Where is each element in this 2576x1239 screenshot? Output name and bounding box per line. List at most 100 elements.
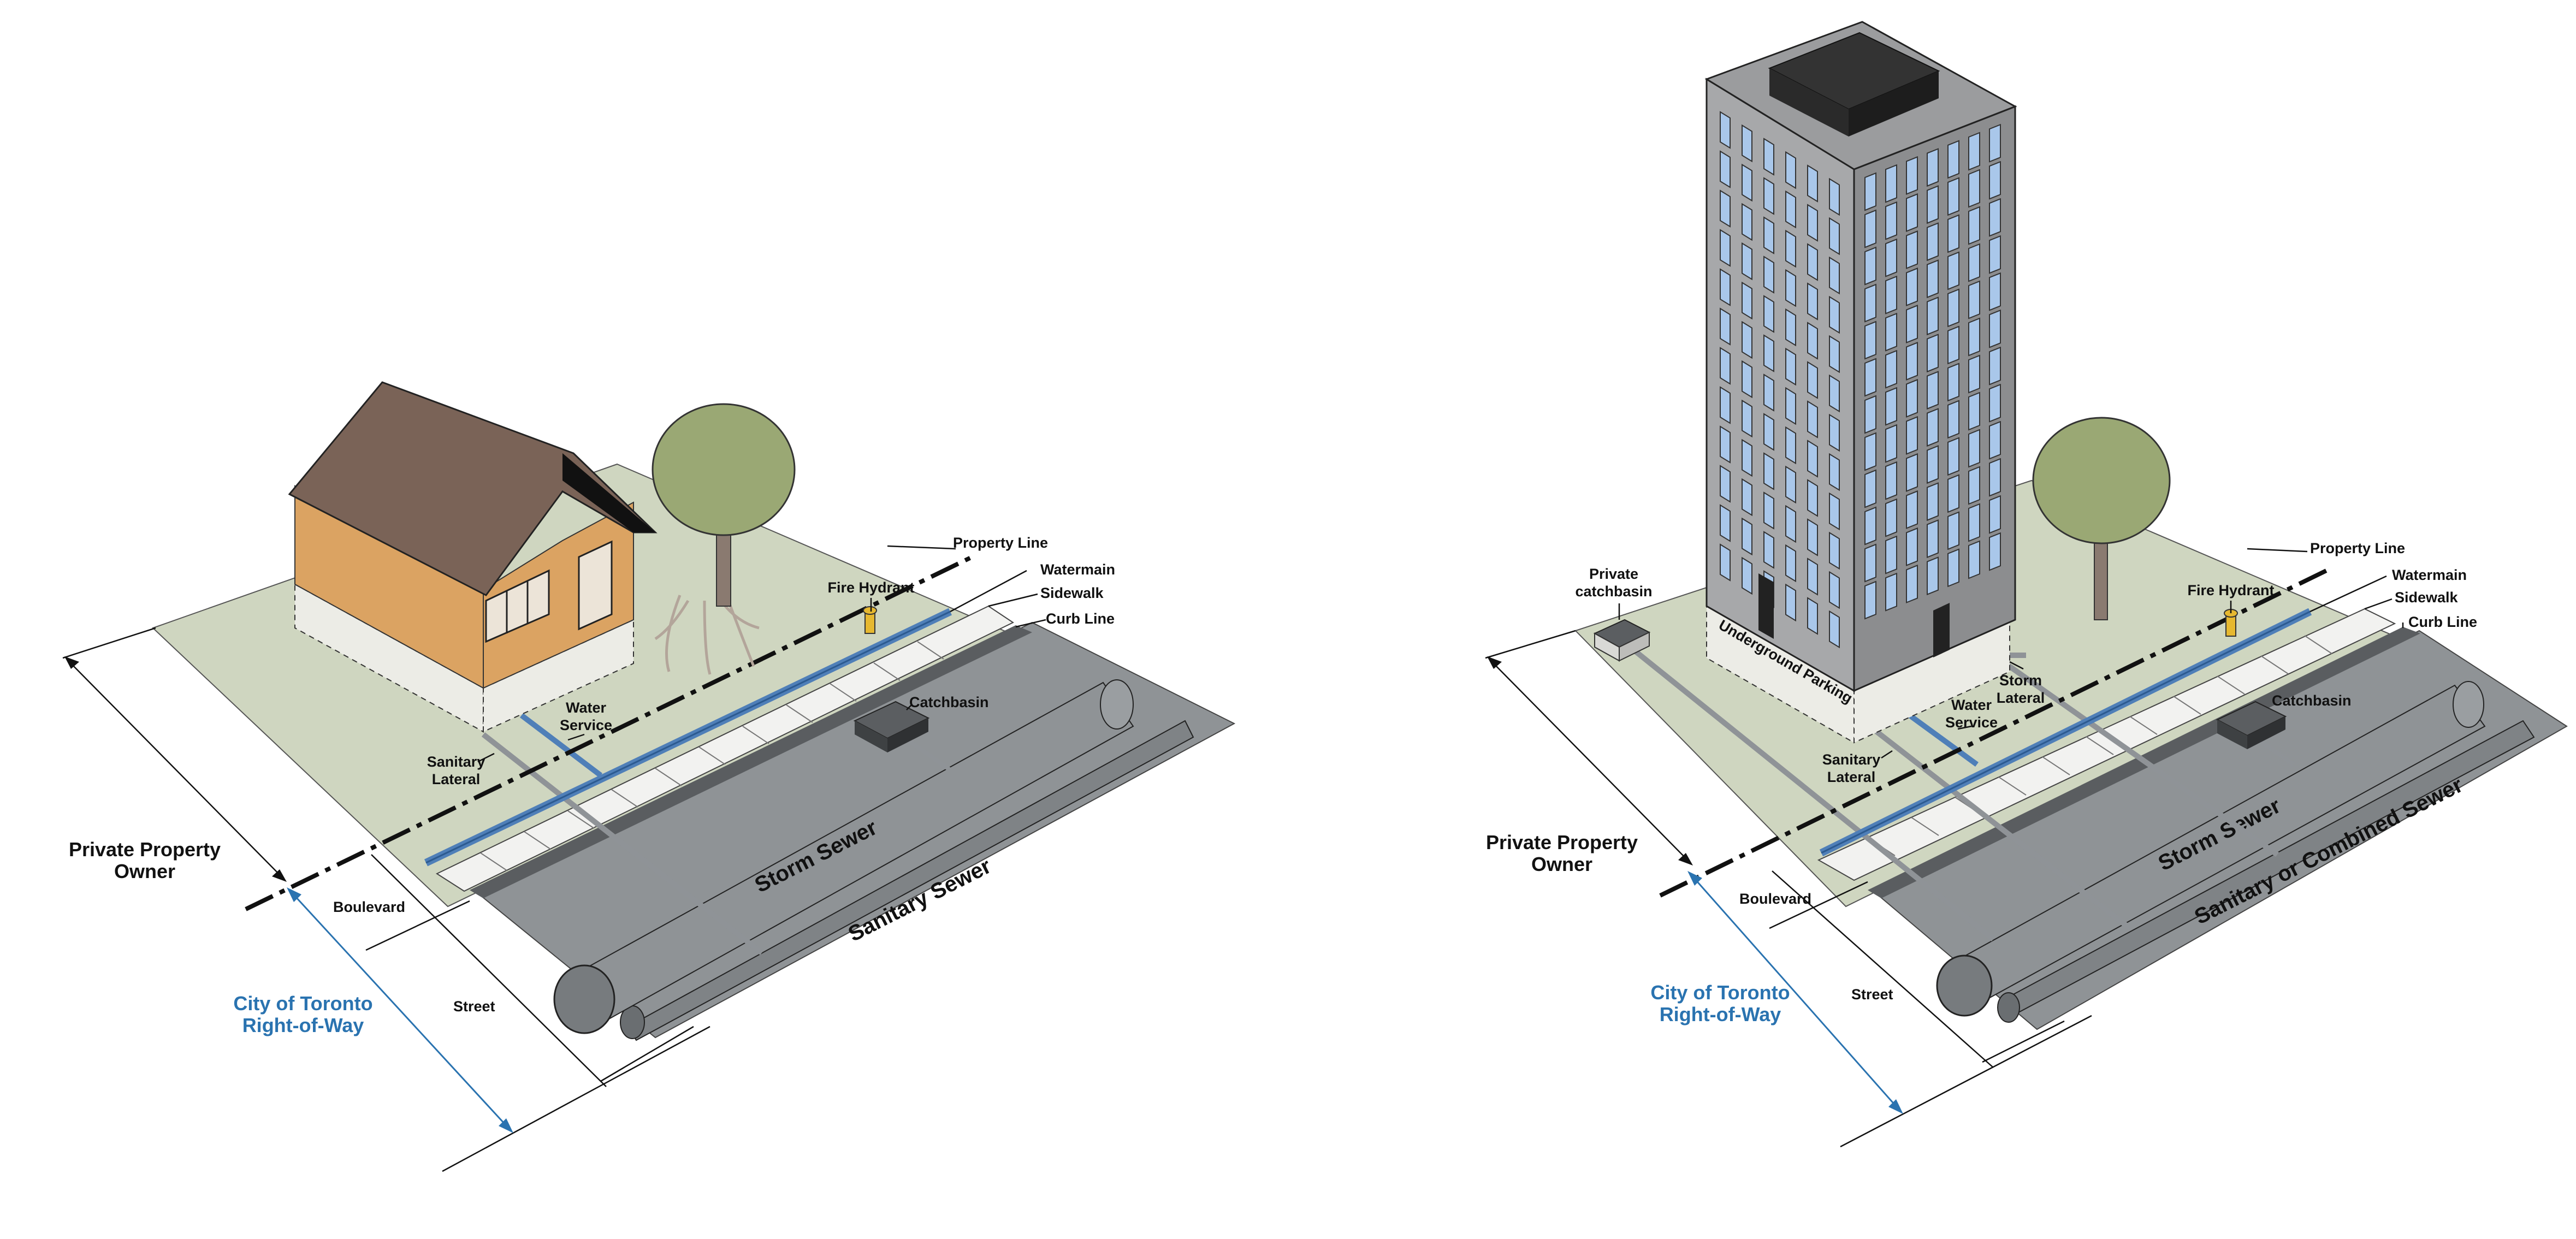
building-window bbox=[1720, 111, 1731, 149]
building-window bbox=[1807, 322, 1818, 360]
right-sanitary-lateral-pipe bbox=[1871, 727, 2132, 930]
building-window bbox=[1785, 465, 1796, 504]
right-catchbasin-icon bbox=[2216, 701, 2287, 749]
right-storm-lateral-pipe bbox=[2000, 658, 2279, 857]
building-window bbox=[1785, 229, 1796, 268]
left-fire-hydrant-icon bbox=[863, 606, 877, 634]
right-building-door-side bbox=[1933, 603, 1950, 657]
building-window bbox=[1742, 399, 1752, 438]
left-street-label: Street bbox=[453, 998, 495, 1015]
building-window bbox=[1720, 150, 1731, 188]
right-dimension-lines bbox=[1485, 548, 2404, 1148]
left-house bbox=[288, 381, 658, 733]
building-window bbox=[1947, 325, 1959, 365]
building-window bbox=[1829, 453, 1840, 491]
building-window bbox=[1989, 309, 2001, 348]
building-window bbox=[1829, 256, 1840, 295]
left-sidewalk-label: Sidewalk bbox=[1040, 585, 1104, 601]
building-window bbox=[1742, 242, 1752, 281]
building-window bbox=[1885, 201, 1897, 240]
building-window bbox=[1989, 346, 2001, 386]
building-window bbox=[1927, 445, 1939, 484]
building-window bbox=[1742, 321, 1752, 359]
building-window bbox=[1947, 548, 1959, 588]
right-combined-sewer bbox=[1997, 720, 2535, 1023]
building-window bbox=[1864, 469, 1876, 508]
right-catchbasin-label: Catchbasin bbox=[2272, 692, 2352, 709]
building-window bbox=[1906, 378, 1918, 418]
building-window bbox=[1763, 374, 1774, 412]
right-watermain-label: Watermain bbox=[2392, 567, 2467, 583]
left-property-line-label: Property Line bbox=[953, 535, 1048, 551]
building-window bbox=[1807, 164, 1818, 203]
building-window bbox=[1906, 453, 1918, 492]
building-window bbox=[1906, 230, 1918, 269]
building-window bbox=[1720, 504, 1731, 542]
building-window bbox=[1763, 295, 1774, 333]
building-window bbox=[1785, 347, 1796, 386]
left-property-line bbox=[245, 555, 973, 911]
building-window bbox=[1885, 349, 1897, 389]
right-building-windows-front bbox=[1720, 111, 1840, 649]
left-watermain-label: Watermain bbox=[1040, 561, 1115, 578]
building-window bbox=[1763, 452, 1774, 490]
right-fire-hydrant-label: Fire Hydrant bbox=[2187, 582, 2274, 598]
building-window bbox=[1807, 282, 1818, 321]
building-window bbox=[1829, 177, 1840, 216]
building-window bbox=[1763, 177, 1774, 215]
building-window bbox=[1989, 235, 2001, 274]
right-private-drain-pipe bbox=[1628, 645, 1995, 941]
building-window bbox=[1927, 482, 1939, 521]
building-window bbox=[1927, 148, 1939, 187]
building-window bbox=[1742, 556, 1752, 595]
building-window bbox=[1785, 269, 1796, 307]
building-window bbox=[1968, 540, 1980, 579]
building-window bbox=[1885, 498, 1897, 537]
building-window bbox=[1763, 138, 1774, 176]
building-window bbox=[1989, 161, 2001, 200]
building-window bbox=[1906, 304, 1918, 343]
building-window bbox=[1807, 479, 1818, 517]
building-window bbox=[1742, 203, 1752, 241]
building-window bbox=[1864, 358, 1876, 397]
building-window bbox=[1947, 437, 1959, 476]
left-sidewalk-joints bbox=[480, 641, 944, 871]
building-window bbox=[1829, 610, 1840, 649]
building-window bbox=[1785, 308, 1796, 347]
building-window bbox=[1906, 527, 1918, 566]
building-window bbox=[1968, 317, 1980, 357]
left-house-windows bbox=[485, 540, 613, 643]
building-window bbox=[1989, 420, 2001, 460]
building-window bbox=[1807, 400, 1818, 438]
right-tower-building bbox=[1704, 21, 2017, 692]
building-window bbox=[1742, 124, 1752, 163]
building-window bbox=[1829, 492, 1840, 531]
building-window bbox=[1947, 214, 1959, 253]
building-window bbox=[1720, 425, 1731, 464]
building-window bbox=[1885, 424, 1897, 463]
building-window bbox=[1829, 571, 1840, 609]
building-window bbox=[1829, 217, 1840, 256]
building-window bbox=[1906, 564, 1918, 603]
building-window bbox=[1807, 243, 1818, 281]
building-window bbox=[1947, 474, 1959, 513]
building-window bbox=[1864, 172, 1876, 211]
building-window bbox=[1763, 216, 1774, 254]
building-window bbox=[1968, 132, 1980, 171]
right-tree-icon bbox=[2032, 417, 2171, 620]
building-window bbox=[1968, 466, 1980, 505]
building-window bbox=[1720, 268, 1731, 306]
building-window bbox=[1947, 511, 1959, 550]
building-window bbox=[1864, 321, 1876, 360]
right-building-windows-side bbox=[1864, 123, 2001, 620]
building-window bbox=[1720, 307, 1731, 346]
right-street-label: Street bbox=[1851, 986, 1893, 1003]
building-window bbox=[1763, 531, 1774, 569]
building-window bbox=[1885, 275, 1897, 315]
right-sidewalk-label: Sidewalk bbox=[2395, 589, 2459, 606]
right-private-catchbasin-icon bbox=[1593, 619, 1651, 662]
